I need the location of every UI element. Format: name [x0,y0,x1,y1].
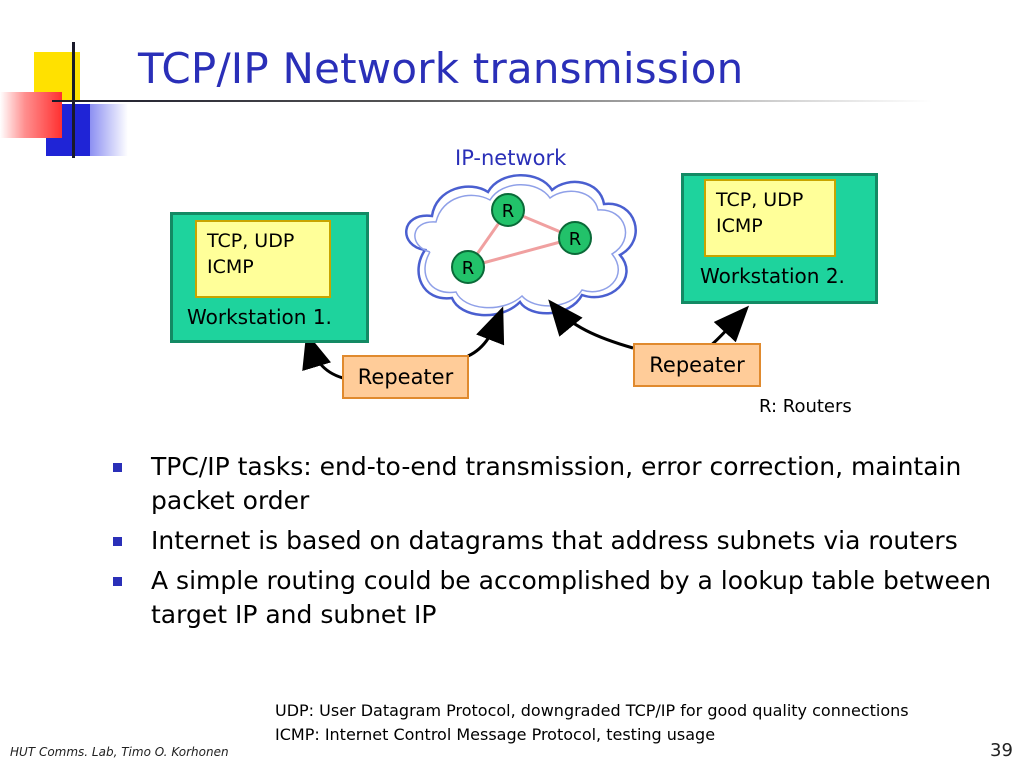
bullet-text: A simple routing could be accomplished b… [151,566,992,629]
router-label: R [502,201,515,222]
router-node: R [558,221,592,255]
title-underline [52,100,932,102]
logo-red-bar [0,92,62,138]
repeater-2: Repeater [633,343,761,387]
bullet-item: TPC/IP tasks: end-to-end transmission, e… [113,450,993,518]
logo-blue-fade [84,104,128,156]
router-node: R [491,193,525,227]
arrow-repeater1-to-cloud [467,306,505,358]
protocol-line-2: ICMP [207,256,254,278]
workstation-2-label: Workstation 2. [700,264,845,288]
arrow-repeater1-to-ws1 [302,332,344,380]
router-link [467,236,576,269]
bullet-item: A simple routing could be accomplished b… [113,564,993,632]
footer-credit: HUT Comms. Lab, Timo O. Korhonen [10,745,229,759]
slide-title: TCP/IP Network transmission [138,44,744,93]
protocol-line-2: ICMP [716,215,763,237]
protocol-box-2: TCP, UDP ICMP [704,179,836,257]
routers-legend: R: Routers [759,396,852,417]
repeater-1: Repeater [342,355,469,399]
router-label: R [462,258,475,279]
router-node: R [451,250,485,284]
ip-network-cloud [405,174,637,317]
workstation-1: TCP, UDP ICMP Workstation 1. [170,212,369,343]
bullet-item: Internet is based on datagrams that addr… [113,524,993,558]
bullet-list: TPC/IP tasks: end-to-end transmission, e… [113,450,993,638]
arrow-repeater2-to-cloud [548,299,634,350]
ip-network-label: IP-network [455,146,567,170]
bullet-text: TPC/IP tasks: end-to-end transmission, e… [151,452,962,515]
router-label: R [569,229,582,250]
bullet-text: Internet is based on datagrams that addr… [151,526,958,555]
footnote-icmp: ICMP: Internet Control Message Protocol,… [275,725,716,744]
protocol-box-1: TCP, UDP ICMP [195,220,331,298]
footnote-udp: UDP: User Datagram Protocol, downgraded … [275,701,909,720]
bullet-marker [113,463,122,472]
protocol-line-1: TCP, UDP [716,189,804,211]
bullet-marker [113,537,122,546]
page-number: 39 [990,740,1013,761]
protocol-line-1: TCP, UDP [207,230,295,252]
bullet-marker [113,577,122,586]
workstation-1-label: Workstation 1. [187,305,332,329]
footnote: UDP: User Datagram Protocol, downgraded … [275,699,909,747]
workstation-2: TCP, UDP ICMP Workstation 2. [681,173,878,304]
